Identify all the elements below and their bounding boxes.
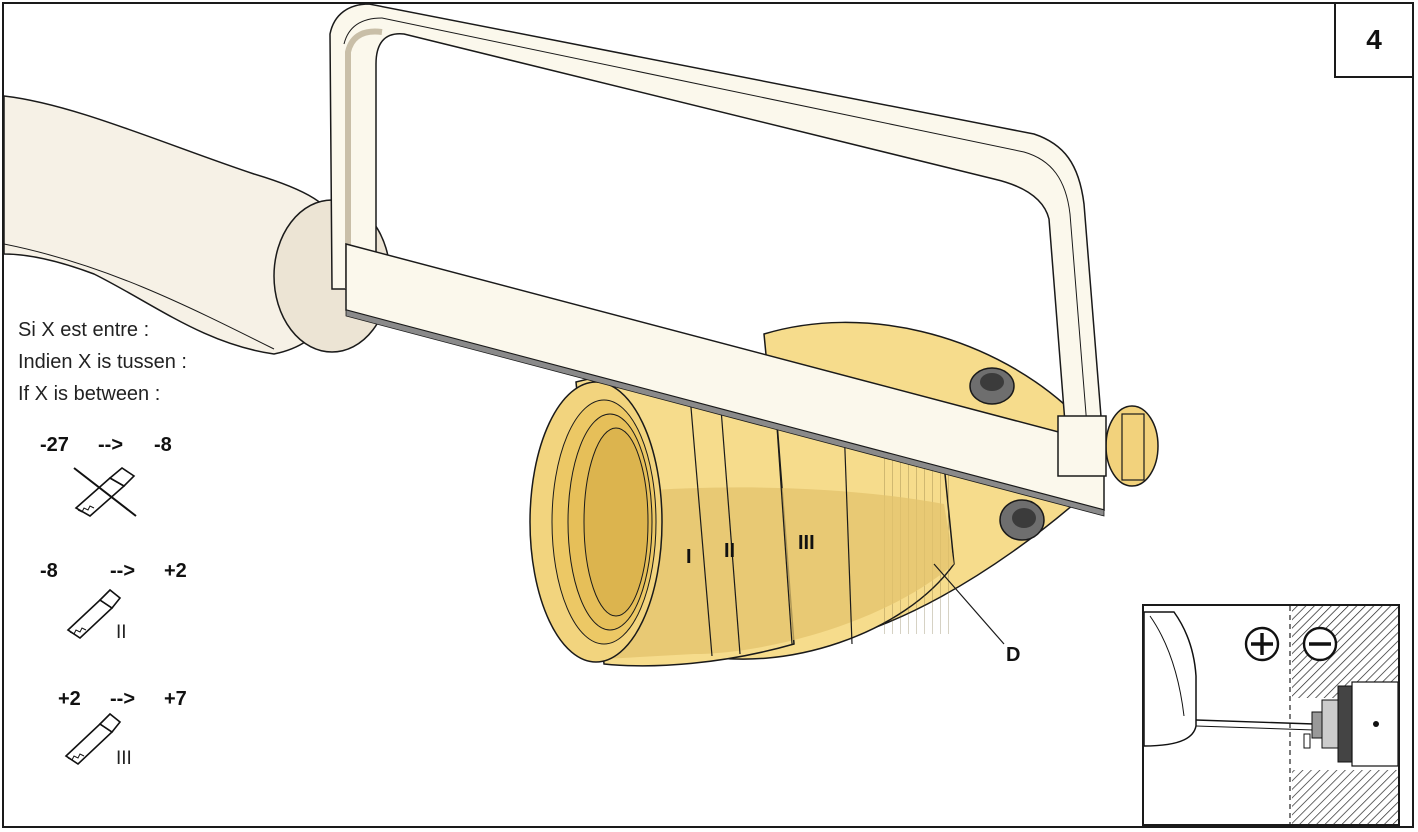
- range-2-to: +2: [164, 560, 187, 582]
- step-number: 4: [1366, 24, 1382, 55]
- range-3-arrow: -->: [110, 688, 135, 710]
- saw-mark-III: III: [116, 748, 132, 769]
- hacksaw: [329, 4, 1145, 517]
- plus-circle-icon: [1244, 626, 1280, 662]
- condition-text-nl: Indien X is tussen :: [18, 351, 187, 373]
- condition-text-fr: Si X est entre :: [18, 319, 150, 341]
- detail-label-d: D: [1006, 644, 1021, 666]
- inset-cut-position-diagram: [1142, 604, 1400, 826]
- range-1-arrow: -->: [98, 434, 123, 456]
- range-3-to: +7: [164, 688, 187, 710]
- condition-text-en: If X is between :: [18, 383, 161, 405]
- minus-circle-icon: [1302, 626, 1338, 662]
- saw-icon: [66, 588, 122, 640]
- inset-illustration: [1144, 606, 1398, 824]
- band-label-I: I: [686, 546, 692, 568]
- saw-mark-II: II: [116, 622, 127, 643]
- range-2-from: -8: [40, 560, 58, 582]
- band-label-II: II: [724, 540, 736, 562]
- range-3-from: +2: [58, 688, 81, 710]
- saw-cutting-illustration: [4, 4, 1159, 667]
- band-label-III: III: [798, 532, 815, 554]
- saw-icon: [64, 712, 122, 766]
- range-1-from: -27: [40, 434, 69, 456]
- saw-crossed-out-icon: [73, 467, 137, 517]
- range-1-to: -8: [154, 434, 172, 456]
- step-number-badge: 4: [1334, 4, 1412, 78]
- range-2-arrow: -->: [110, 560, 135, 582]
